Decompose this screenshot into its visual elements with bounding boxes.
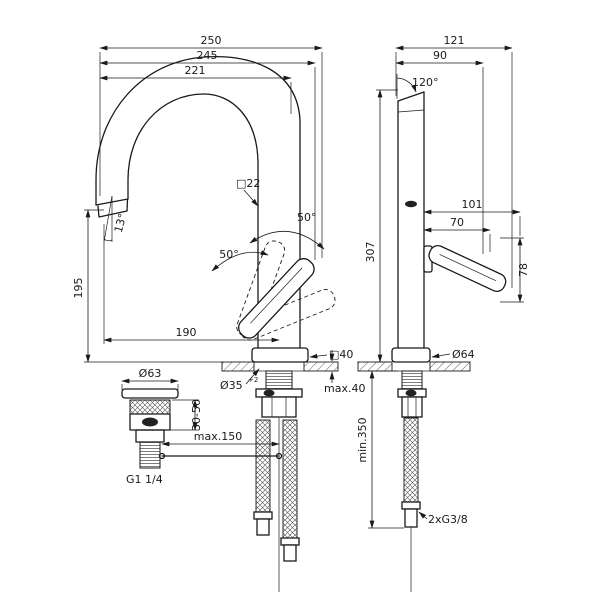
side-view: 121 90 120° 101 70 78 307 Ø64 min.350 2x… [356, 34, 530, 592]
dim-sq40-label: □40 [329, 348, 353, 361]
dim-30-50-label: 30-50 [190, 399, 203, 431]
dim-78-label: 78 [517, 263, 530, 277]
side-countertop [357, 361, 471, 372]
side-handle-lever [423, 244, 507, 292]
dim-120deg-label: 120° [412, 76, 439, 89]
front-countertop [221, 361, 339, 372]
d64-leader [431, 353, 451, 359]
sq40-leader [309, 353, 328, 359]
front-handle-lever [238, 258, 315, 339]
dim-50deg-lower-label: 50° [219, 248, 239, 261]
side-hose [368, 370, 428, 592]
dim-50deg-upper-label: 50° [297, 211, 317, 224]
side-faucet-outline [391, 91, 431, 363]
dim-max150-label: max.150 [194, 430, 242, 443]
dim-195-label: 195 [72, 278, 85, 299]
dim-d63-label: Ø63 [139, 367, 162, 380]
front-fixing-set [255, 370, 303, 418]
front-outlet-angle [103, 195, 113, 243]
dim-307-label: 307 [364, 242, 377, 263]
dim-90-label: 90 [433, 49, 447, 62]
dim-min350-label: min.350 [356, 417, 369, 462]
front-faucet-outline [95, 55, 309, 363]
dim-d35-tolerance-label: +2 [248, 376, 258, 384]
dim-70-label: 70 [450, 216, 464, 229]
side-307-dimension [376, 89, 398, 363]
dim-250-label: 250 [201, 34, 222, 47]
dim-245-label: 245 [197, 49, 218, 62]
drain-linkage [158, 441, 283, 460]
dim-max40-label: max.40 [324, 382, 365, 395]
brand-logo-front [263, 389, 275, 397]
front-view: 250 245 221 □22 50° 50° 13° 195 190 □40 … [72, 34, 365, 592]
drain-assembly [121, 378, 199, 469]
dim-190-label: 190 [176, 326, 197, 339]
front-base-flange [251, 347, 309, 363]
thread-g114-label: G1 1/4 [126, 473, 163, 486]
side-120deg-annotation [396, 74, 417, 99]
side-base-flange [391, 347, 431, 363]
brand-logo-side-nut [405, 389, 417, 397]
brand-logo-drain [142, 417, 158, 427]
sq22-leader [243, 189, 259, 207]
front-left-dimensions [84, 209, 280, 363]
d35-leader [245, 368, 260, 385]
front-handle-swing [211, 231, 336, 341]
side-handle-dimensions [423, 209, 524, 303]
dim-13deg-label: 13° [112, 212, 130, 234]
side-top-dimensions [395, 45, 513, 288]
dim-221-label: 221 [185, 64, 206, 77]
brand-logo-side-body [405, 200, 417, 208]
dim-sq22-label: □22 [236, 177, 260, 190]
dim-d64-label: Ø64 [452, 348, 475, 361]
dim-d35-label: Ø35 [220, 379, 243, 392]
dim-101-label: 101 [462, 198, 483, 211]
side-fixing-set [397, 370, 427, 418]
g38-leader [418, 511, 428, 520]
dim-121-label: 121 [444, 34, 465, 47]
front-top-dimensions [99, 45, 323, 260]
thread-2xg38-label: 2xG3/8 [428, 513, 468, 526]
